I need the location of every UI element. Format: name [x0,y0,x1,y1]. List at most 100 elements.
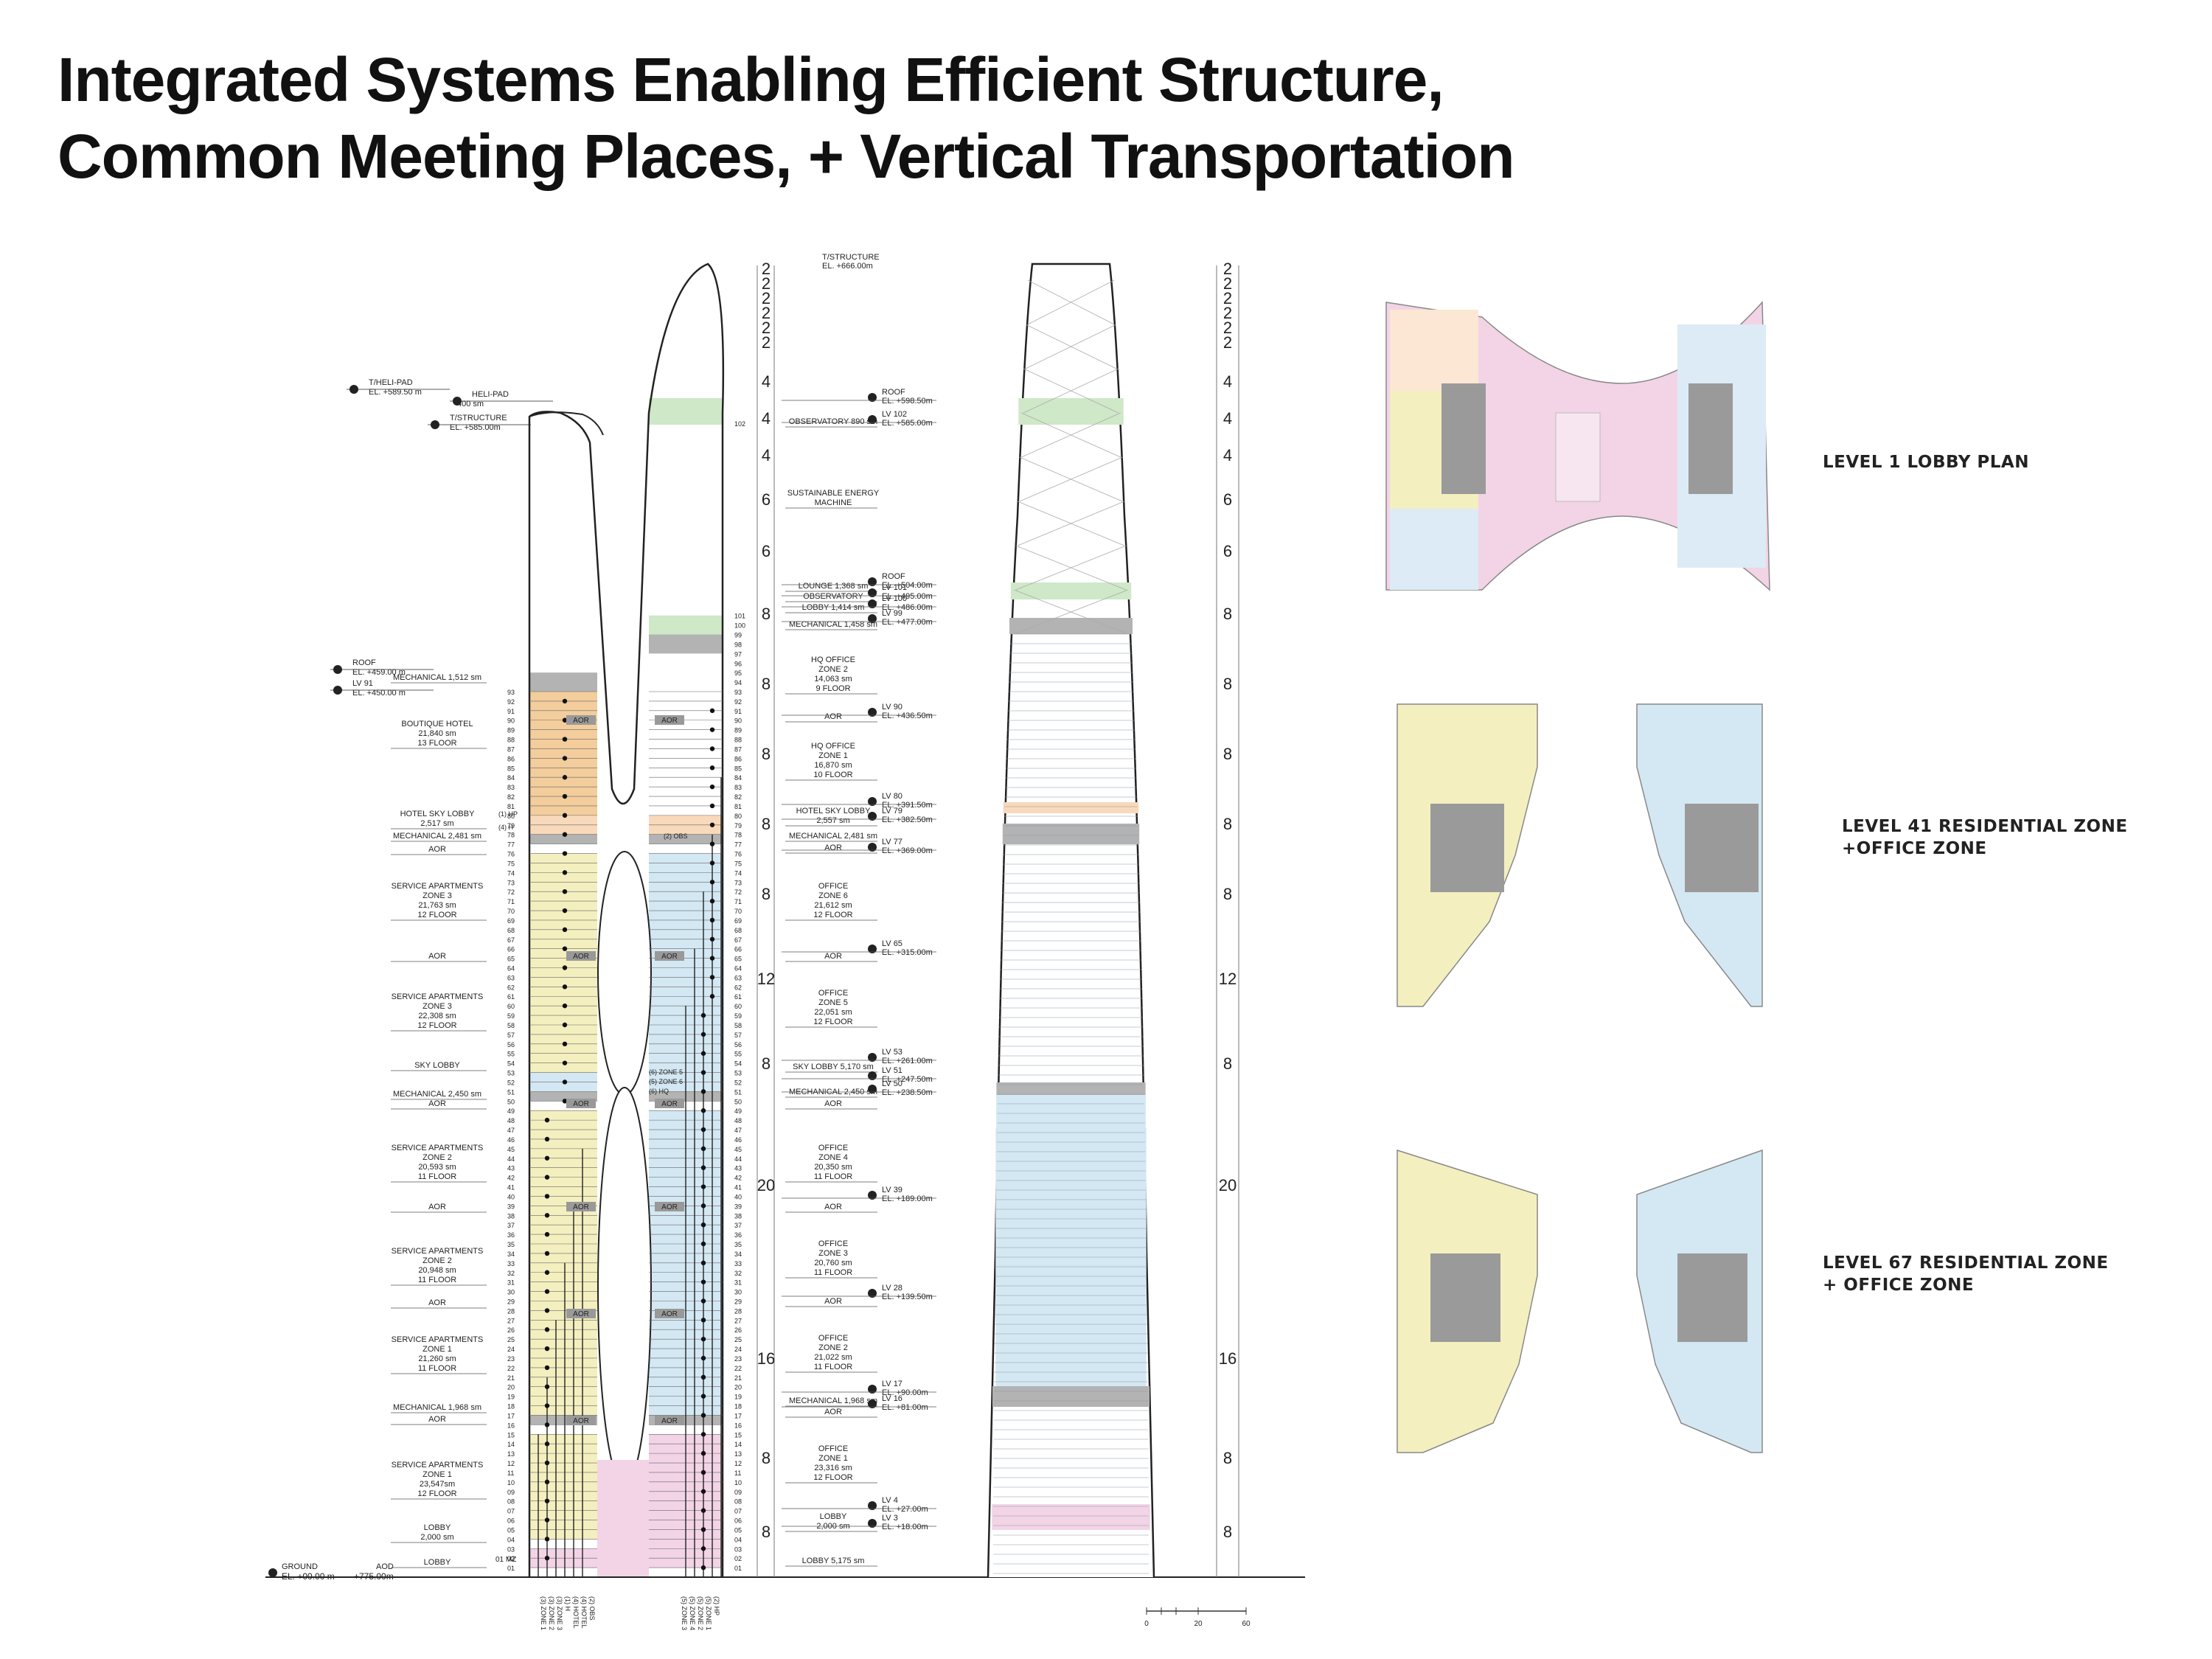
program-label: AOR [428,1415,446,1424]
floor-number: 62 [734,984,742,991]
level-mark: LV 99 [882,609,902,618]
floor-number: 70 [734,908,742,915]
program-label: 21,260 sm [418,1354,456,1363]
left-zone-band [529,834,597,844]
floor-number: 58 [734,1022,742,1029]
floor-number: 43 [734,1165,742,1172]
level-marker [868,599,877,608]
floor-number: 08 [734,1498,742,1506]
floor-count-right: 8 [1223,745,1232,763]
elevator-stop [544,1365,550,1371]
floor-number: 68 [507,927,515,934]
diagrid-line [1027,279,1115,325]
floor-number: 40 [734,1193,742,1200]
program-label: 11 FLOOR [418,1172,456,1181]
floor-number: 18 [507,1403,515,1411]
floor-number: 28 [507,1307,515,1315]
program-label: AOR [428,952,446,961]
aor-tag [566,1099,596,1108]
elevation-band [1002,824,1140,844]
floor-number: 49 [507,1107,515,1115]
elevator-stop [562,1041,568,1047]
elevator-stop [544,1327,550,1332]
floor-number: 92 [507,698,515,706]
program-label: OBSERVATORY [803,592,863,601]
elevator-stop [709,860,715,866]
floor-number: 73 [507,879,515,886]
elevator-stop [544,1270,550,1275]
program-label: 12 FLOOR [417,1489,456,1498]
level-marker [868,1053,877,1062]
program-label: 14,063 sm [814,675,852,684]
level-mark: LV 77 [882,838,902,846]
floor-number: 92 [734,698,742,706]
program-label: SUSTAINABLE ENERGY [787,489,880,498]
elevator-stop [562,832,568,837]
level-mark: ROOF [882,572,905,581]
floor-number: 94 [734,679,742,686]
floor-number: 65 [734,956,742,963]
floor-number: 02 [734,1555,742,1562]
diagrid-line [1019,456,1123,502]
level-marker [868,1289,877,1298]
floor-number: 36 [507,1231,515,1239]
level-value: EL. +81.00m [882,1403,928,1412]
floor-number: 58 [507,1022,515,1029]
floor-number: 48 [734,1117,742,1124]
floor-number: 80 [734,813,742,820]
level-mark: LV 16 [882,1394,902,1403]
program-value: EL. +666.00m [822,262,873,271]
floor-number: 97 [734,650,742,658]
floor-number: 56 [507,1041,515,1048]
floor-number: 67 [507,936,515,944]
level-value: EL. +598.50m [882,397,933,406]
floor-number: 82 [734,793,742,801]
elevator-stop [562,888,568,894]
elevator-stop [562,908,568,914]
elevator-stop [700,1508,706,1513]
level-value: EL. +436.50m [882,712,933,720]
floor-number: 16 [734,1422,742,1429]
level-value: EL. +382.50m [882,815,933,824]
elevator-stop [562,756,568,761]
elevator-stop [544,1384,550,1389]
elevator-stop [562,737,568,742]
floor-number: 01 [507,1565,515,1572]
elevator-stop [544,1213,550,1218]
elevator-stop [700,1032,706,1037]
program-label: OFFICE [818,1444,848,1453]
level-value: EL. +238.50m [882,1088,933,1097]
floor-count-right: 8 [1223,1523,1232,1541]
floor-count-left: 8 [762,1523,771,1541]
floor-count-left: 4 [762,372,771,391]
elevation-value: 400 sm [457,400,484,408]
plan-core [1441,383,1486,494]
elevation-band [1009,618,1133,634]
program-label: 12 FLOOR [813,1018,852,1026]
aor-tag [655,951,684,961]
floor-number: 51 [507,1088,515,1096]
program-label: 20,593 sm [418,1163,456,1172]
floor-number: 12 [734,1460,742,1467]
elevator-stop [700,1565,706,1571]
elevator-stop [700,1527,706,1532]
floor-number: 54 [507,1060,515,1068]
floor-number: 47 [734,1127,742,1134]
program-label: AOR [824,1203,842,1211]
floor-number: 71 [734,898,742,905]
level-mark: LV 100 [882,594,907,603]
floor-number: 46 [734,1136,742,1144]
program-label: 21,612 sm [814,901,852,910]
program-label: MACHINE [815,498,852,507]
plan-core [1430,804,1504,892]
floor-number: 33 [507,1260,515,1267]
plan-lobby-court [1555,412,1601,502]
level-marker [868,415,877,424]
floor-count-left: 12 [757,970,775,988]
right-zone-band [649,634,723,654]
elevator-stop [700,1241,706,1247]
aor-tag [655,1309,684,1318]
